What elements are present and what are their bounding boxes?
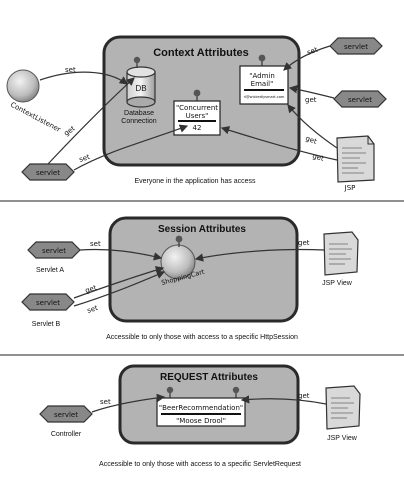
pin-icon — [193, 89, 201, 101]
get-label: get — [311, 152, 324, 163]
pin-icon — [133, 56, 141, 68]
jsp-label: JSP — [344, 184, 356, 192]
set-arrow — [283, 45, 331, 71]
set-arrow — [79, 248, 163, 261]
request-title: REQUEST Attributes — [160, 372, 258, 383]
get-arrow — [220, 126, 338, 161]
jsp-view-document-icon — [323, 231, 359, 276]
get-label: get — [298, 392, 310, 400]
set-arrow — [91, 393, 166, 413]
servlet-icon: servlet — [329, 37, 383, 55]
jsp-view-label: JSP View — [327, 435, 358, 442]
get-arrow — [288, 85, 335, 99]
session-caption: Accessible to only those with access to … — [106, 334, 298, 341]
admin-line2: Email" — [251, 80, 274, 88]
jsp-document-icon — [336, 135, 375, 183]
get-arrow — [287, 104, 338, 149]
set-arrow — [39, 71, 128, 85]
jsp-view-document-icon — [325, 385, 361, 430]
shopping-cart-icon — [160, 244, 196, 280]
servlet-label: servlet — [36, 299, 60, 307]
request-section: REQUEST Attributes "BeerRecommendation" … — [39, 364, 361, 468]
get-label: get — [298, 239, 310, 247]
pin-icon — [175, 235, 183, 247]
beer-recommendation-card: "BeerRecommendation" "Moose Drool" — [156, 397, 246, 427]
pin-icon — [232, 386, 240, 398]
servlet-b-icon: servlet — [21, 293, 75, 311]
admin-line1: "Admin — [249, 72, 275, 80]
beer-key: "BeerRecommendation" — [159, 404, 243, 412]
get-arrow — [240, 395, 327, 405]
servlet-icon: servlet — [21, 163, 75, 181]
request-caption: Accessible to only those with access to … — [99, 461, 301, 468]
pin-icon — [166, 386, 174, 398]
context-listener-icon — [6, 69, 40, 103]
concurrent-line1: "Concurrent — [176, 104, 218, 112]
context-title: Context Attributes — [153, 47, 249, 59]
set-arrow — [73, 270, 166, 307]
pin-icon — [258, 54, 266, 66]
get-arrow — [194, 248, 325, 262]
admin-email-card: "Admin Email" rl@wickedlysmart.com — [239, 65, 289, 105]
session-title: Session Attributes — [158, 224, 246, 235]
jsp-view-label: JSP View — [322, 280, 353, 287]
get-arrow — [73, 266, 165, 299]
servlet-icon: servlet — [39, 405, 93, 423]
servlet-label: servlet — [36, 169, 60, 177]
servlet-label: servlet — [344, 43, 368, 51]
db-caption-line2: Connection — [121, 118, 157, 125]
session-section: Session Attributes ShoppingCart servlet … — [21, 216, 359, 341]
context-caption: Everyone in the application has access — [134, 178, 256, 185]
servlet-b-label: Servlet B — [32, 321, 61, 328]
get-arrow — [47, 77, 135, 165]
set-label: set — [78, 153, 91, 164]
beer-value: "Moose Drool" — [176, 417, 226, 425]
get-label: get — [84, 284, 98, 295]
servlet-icon: servlet — [333, 90, 387, 108]
get-label: get — [304, 134, 318, 146]
concurrent-value: 42 — [193, 124, 202, 132]
db-caption-line1: Database — [124, 110, 154, 117]
servlet-label: servlet — [42, 247, 66, 255]
concurrent-line2: Users" — [186, 112, 209, 120]
servlet-a-label: Servlet A — [36, 267, 64, 274]
controller-label: Controller — [51, 431, 82, 438]
set-label: set — [306, 46, 319, 57]
session-box — [108, 216, 299, 323]
set-label: set — [100, 398, 111, 406]
set-label: set — [90, 240, 101, 248]
db-label: DB — [135, 84, 146, 93]
servlet-label: servlet — [348, 96, 372, 104]
admin-value: rl@wickedlysmart.com — [244, 95, 285, 99]
concurrent-users-card: "Concurrent Users" 42 — [173, 100, 221, 136]
context-section: Context Attributes DB Database Connectio… — [6, 35, 387, 192]
context-listener-label: ContextListener — [9, 101, 62, 134]
servlet-label: servlet — [54, 411, 78, 419]
servlet-a-icon: servlet — [27, 241, 81, 259]
get-label: get — [305, 96, 317, 104]
set-label: set — [65, 66, 76, 74]
database-cylinder: DB — [126, 66, 156, 108]
set-arrow — [73, 124, 189, 171]
set-label: set — [86, 304, 99, 315]
